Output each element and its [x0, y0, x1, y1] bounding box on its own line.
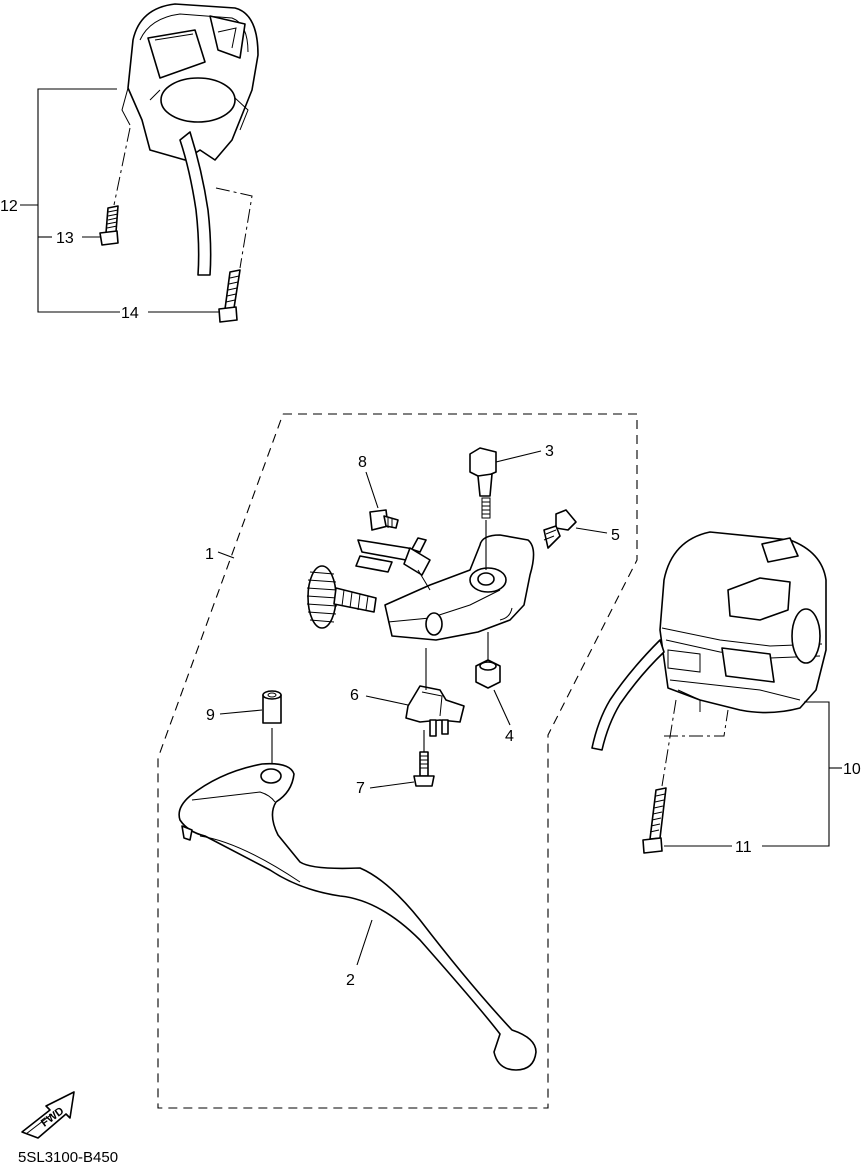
screw-7 [413, 751, 435, 787]
callout-9: 9 [206, 707, 215, 724]
callout-7: 7 [356, 780, 365, 797]
callout-5: 5 [611, 527, 620, 544]
right-handlebar-switch [591, 531, 827, 751]
alignment-line-11 [661, 699, 677, 787]
callout-8: 8 [358, 454, 367, 471]
screw-8 [369, 509, 399, 531]
fwd-arrow-icon: FWD [21, 1091, 75, 1139]
alignment-line-11b [664, 709, 729, 737]
callout-2: 2 [346, 972, 355, 989]
callout-1: 1 [205, 546, 214, 563]
screw-11 [642, 787, 667, 854]
switch-bracket [355, 537, 431, 591]
bolt-3 [469, 447, 497, 519]
assembly-outline-1 [157, 413, 638, 1109]
drawing-code: 5SL3100-B450 [18, 1149, 118, 1163]
screw-5 [543, 509, 577, 549]
left-handlebar-switch [121, 3, 259, 276]
switch-6 [405, 685, 465, 737]
callout-6: 6 [350, 687, 359, 704]
screw-14 [218, 269, 241, 323]
callout-14: 14 [121, 305, 139, 322]
alignment-line-14 [215, 187, 253, 269]
collar-9 [262, 690, 282, 724]
callout-4: 4 [505, 728, 514, 745]
lever-holder [384, 534, 535, 641]
alignment-line-13 [113, 127, 131, 206]
adjuster-knob [306, 565, 377, 629]
callout-10: 10 [843, 761, 861, 778]
callout-12: 12 [0, 198, 18, 215]
callout-3: 3 [545, 443, 554, 460]
bracket-10 [762, 701, 830, 847]
bracket-12 [37, 88, 120, 313]
screw-13 [99, 205, 119, 246]
callout-11: 11 [735, 839, 752, 856]
lever-2 [178, 762, 537, 1071]
callout-13: 13 [56, 230, 74, 247]
nut-4 [475, 659, 501, 689]
